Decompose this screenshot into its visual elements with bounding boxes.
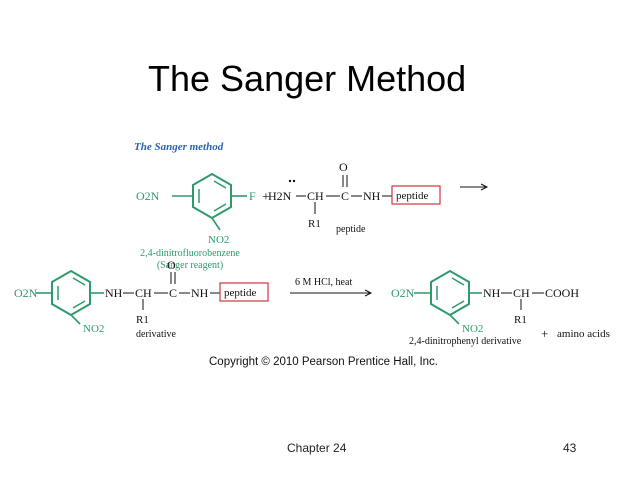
figure-caption: The Sanger method <box>134 141 224 153</box>
derivative-r1-label: R1 <box>136 314 149 326</box>
amide-nh-label: NH <box>363 189 381 203</box>
hydrolysis-conditions: 6 M HCl, heat <box>295 277 352 288</box>
derivative-oxygen-label: O <box>167 258 176 272</box>
peptide-reactant-structure: H2N CH R1 C O NH peptide peptide <box>268 160 441 235</box>
footer-chapter: Chapter 24 <box>287 441 347 455</box>
derivative-peptide-box <box>219 282 269 302</box>
benzene-ring-2 <box>51 269 91 317</box>
alpha-ch-label: CH <box>307 189 324 203</box>
derivative-caption: derivative <box>136 329 177 340</box>
page-number: 43 <box>563 441 577 455</box>
dnp-peptide-structure: O2N NO2 NH CH R1 derivative C O NH pepti… <box>14 258 269 340</box>
reagent-o2n-label: O2N <box>136 189 160 203</box>
derivative-peptide-box-label: peptide <box>224 287 256 299</box>
reagent-f-label: F <box>249 189 256 203</box>
product-r1-label: R1 <box>514 314 527 326</box>
oxygen-label: O <box>339 160 348 174</box>
amine-label: H2N <box>268 189 292 203</box>
plus-sign-2: + <box>541 326 548 341</box>
product-o2n-label: O2N <box>391 286 415 300</box>
reagent-alt-name: (Sanger reagent) <box>157 260 223 271</box>
side-chain-label: R1 <box>308 218 321 230</box>
slide-title: The Sanger Method <box>148 58 467 99</box>
reagent-no2-label: NO2 <box>208 234 229 246</box>
sanger-reagent-structure: O2N F NO2 2,4-dinitrofluorobenzene (Sang… <box>136 172 256 271</box>
product-cooh-label: COOH <box>545 286 579 300</box>
derivative-amide-nh-label: NH <box>191 286 209 300</box>
sanger-reaction-figure: The Sanger method O2N F NO2 2,4-dinitrof… <box>0 130 638 375</box>
reaction-scheme: The Sanger method O2N F NO2 2,4-dinitrof… <box>14 141 610 347</box>
peptide-caption: peptide <box>336 224 366 235</box>
derivative-o2n-label: O2N <box>14 286 38 300</box>
peptide-box-label: peptide <box>396 190 428 202</box>
product-no2-label: NO2 <box>462 323 483 335</box>
derivative-carbonyl-c-label: C <box>169 286 177 300</box>
product-ch-label: CH <box>513 286 530 300</box>
benzene-ring-3 <box>430 269 470 317</box>
reaction-arrow-1 <box>460 183 489 191</box>
dnp-amino-acid-structure: O2N NO2 NH CH R1 COOH 2,4-dinitrophenyl … <box>391 269 579 347</box>
amino-acids-label: amino acids <box>557 328 610 340</box>
reaction-arrow-2: 6 M HCl, heat <box>290 277 373 297</box>
peptide-box <box>391 185 441 205</box>
carbonyl-c-label: C <box>341 189 349 203</box>
benzene-ring <box>192 172 232 220</box>
copyright-notice: Copyright © 2010 Pearson Prentice Hall, … <box>209 356 439 368</box>
plus-sign-1: + <box>262 190 270 205</box>
derivative-no2-label: NO2 <box>83 323 104 335</box>
product-nh-label: NH <box>483 286 501 300</box>
derivative-ch-label: CH <box>135 286 152 300</box>
derivative-nh-label: NH <box>105 286 123 300</box>
product-caption: 2,4-dinitrophenyl derivative <box>409 336 522 347</box>
reagent-name: 2,4-dinitrofluorobenzene <box>140 248 240 259</box>
